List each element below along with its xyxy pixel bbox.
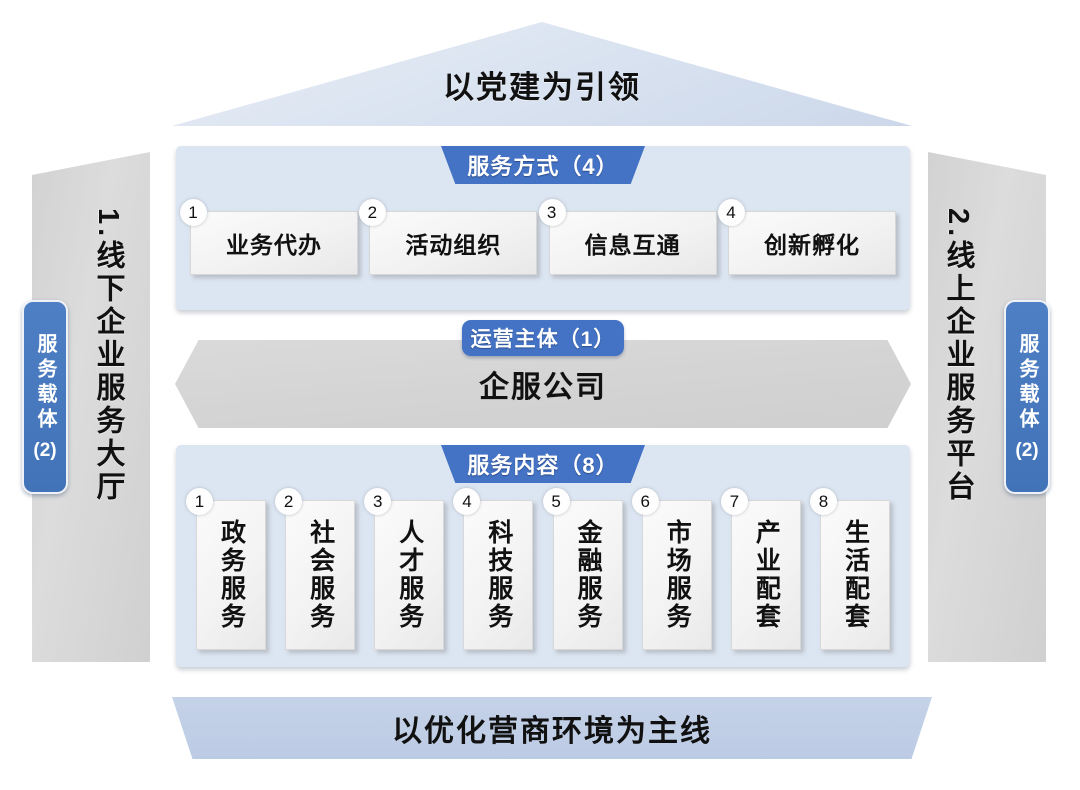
left-pillar-label: 1.线下企业服务大厅 — [92, 208, 124, 505]
card-label: 政务服务 — [217, 519, 246, 631]
right-carrier-badge-text: 服务载体 — [1016, 332, 1038, 433]
card-label: 科技服务 — [484, 519, 513, 631]
card-label: 创新孵化 — [763, 232, 860, 258]
card-number: 7 — [720, 488, 748, 515]
card-number: 2 — [359, 199, 387, 226]
right-carrier-badge-count: (2) — [1015, 439, 1039, 461]
card-number: 1 — [180, 199, 207, 226]
service-content-card[interactable]: 4 科技服务 — [453, 488, 534, 650]
service-content-card[interactable]: 3 人才服务 — [364, 488, 445, 650]
operating-entity-name: 企服公司 — [479, 371, 607, 404]
right-carrier-badge: 服务载体 (2) — [1004, 300, 1050, 494]
card-label: 生活配套 — [841, 519, 870, 631]
card-number: 5 — [542, 488, 570, 515]
card-label: 市场服务 — [663, 519, 692, 631]
service-method-card-row: 1 业务代办 2 活动组织 3 信息互通 4 创新孵化 — [180, 199, 896, 275]
service-content-card[interactable]: 8 生活配套 — [809, 488, 890, 650]
service-content-card[interactable]: 6 市场服务 — [631, 488, 712, 650]
card-number: 4 — [717, 199, 745, 226]
service-method-card[interactable]: 3 信息互通 — [538, 199, 717, 275]
left-carrier-badge: 服务载体 (2) — [22, 300, 68, 494]
left-carrier-badge-text: 服务载体 — [34, 332, 56, 433]
service-method-card[interactable]: 4 创新孵化 — [717, 199, 896, 275]
service-content-card-row: 1 政务服务 2 社会服务 3 人才服务 4 科技服务 5 金融服务 6 市场服… — [186, 488, 890, 650]
service-content-card[interactable]: 7 产业配套 — [720, 488, 801, 650]
card-label: 产业配套 — [752, 519, 781, 631]
right-pillar-label: 2.线上企业服务平台 — [942, 208, 974, 505]
card-number: 1 — [186, 488, 213, 515]
card-number: 3 — [538, 199, 566, 226]
bottom-banner-title: 以优化营商环境为主线 — [392, 715, 712, 748]
service-method-header: 服务方式（4） — [441, 146, 645, 184]
card-label: 信息互通 — [584, 232, 681, 258]
card-number: 4 — [453, 488, 481, 515]
card-label: 人才服务 — [395, 519, 424, 631]
service-method-card[interactable]: 1 业务代办 — [180, 199, 358, 275]
operating-entity-header: 运营主体（1） — [462, 320, 624, 356]
left-carrier-badge-count: (2) — [33, 439, 57, 461]
card-number: 8 — [809, 488, 837, 515]
roof-title: 以党建为引领 — [443, 69, 641, 105]
service-content-card[interactable]: 5 金融服务 — [542, 488, 623, 650]
service-method-card[interactable]: 2 活动组织 — [359, 199, 538, 275]
bottom-banner-shape — [172, 697, 932, 759]
service-content-header: 服务内容（8） — [441, 445, 645, 483]
card-label: 活动组织 — [405, 232, 502, 258]
card-number: 3 — [364, 488, 392, 515]
service-content-card[interactable]: 2 社会服务 — [275, 488, 356, 650]
card-label: 业务代办 — [226, 232, 322, 258]
card-label: 金融服务 — [574, 519, 603, 631]
card-label: 社会服务 — [306, 519, 335, 631]
card-number: 2 — [275, 488, 303, 515]
card-number: 6 — [631, 488, 659, 515]
service-content-card[interactable]: 1 政务服务 — [186, 488, 266, 650]
